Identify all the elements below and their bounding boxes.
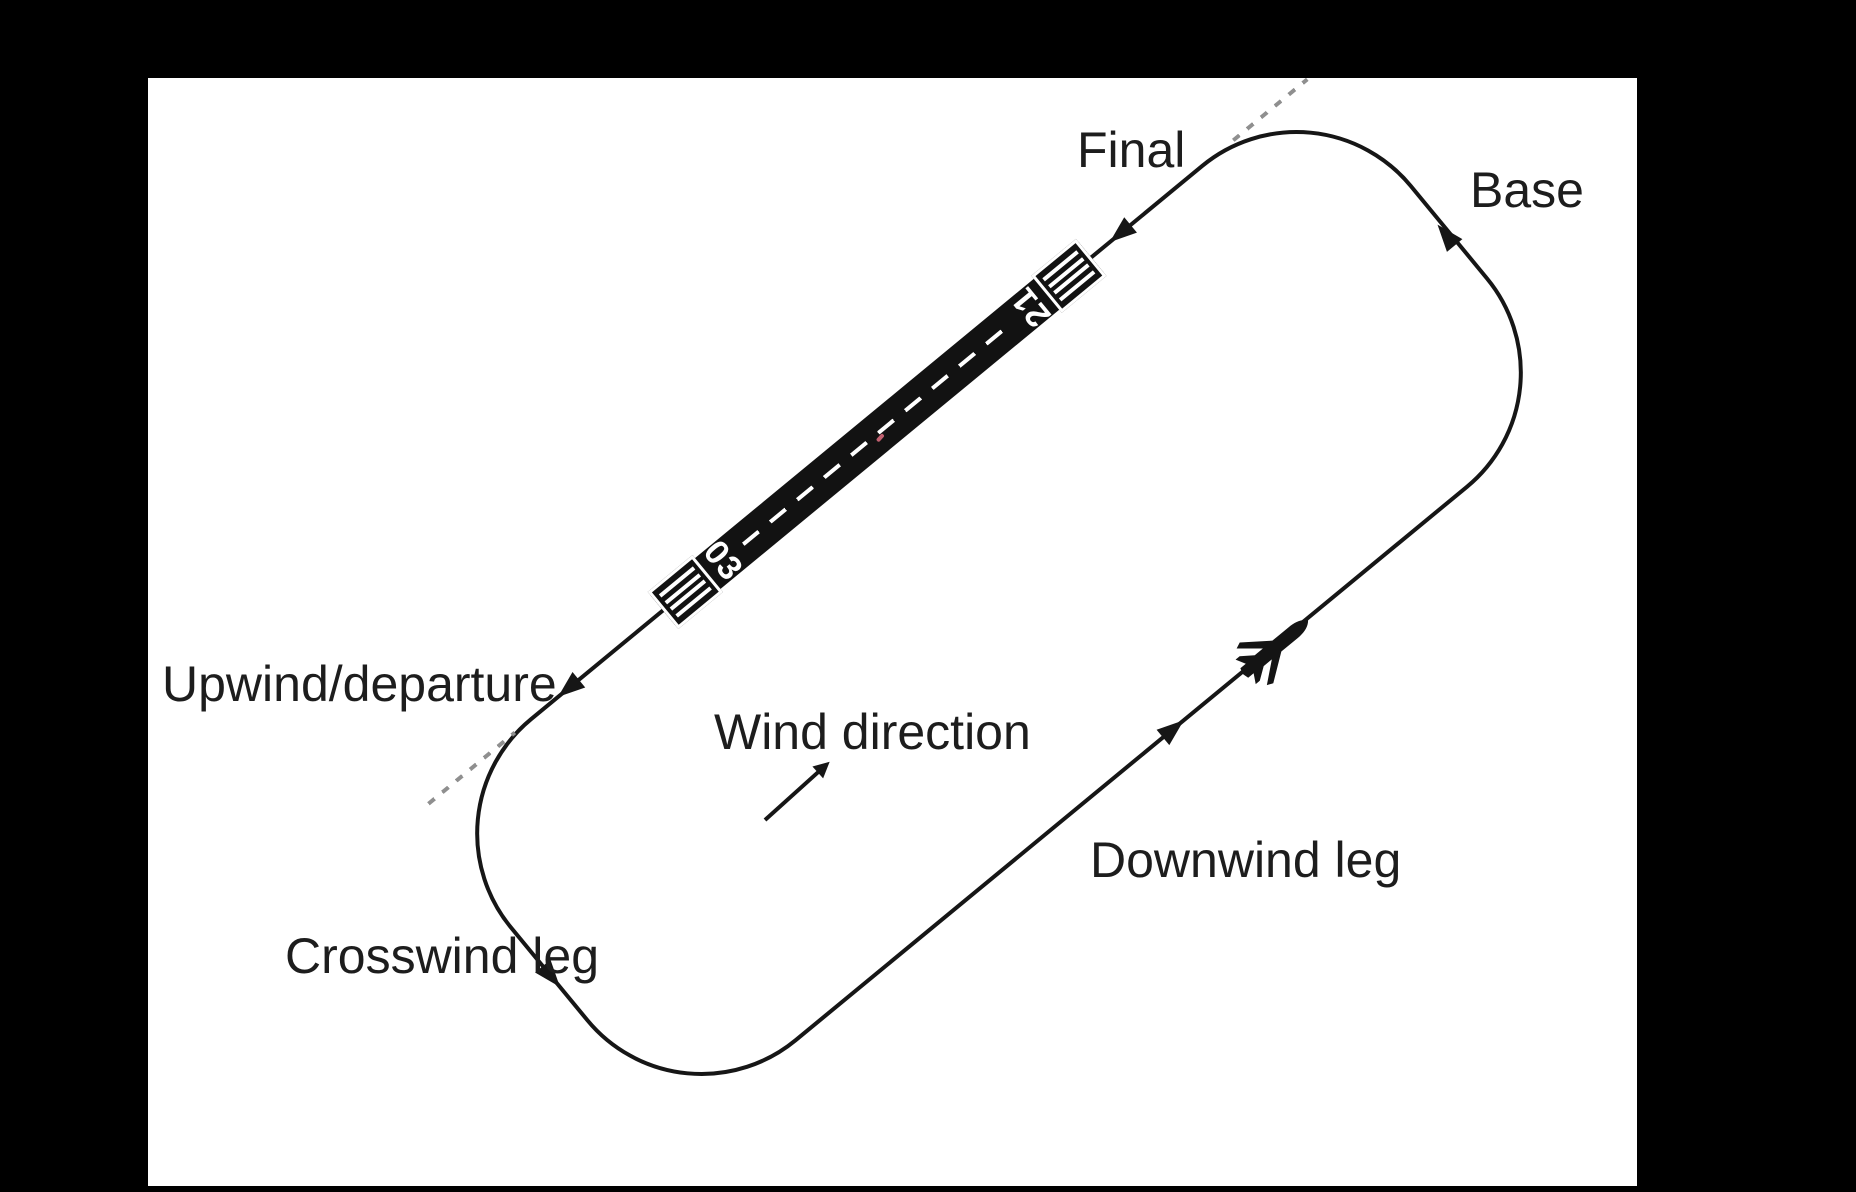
downwind-leg-arrow-icon [1156, 712, 1191, 746]
airplane-icon [1235, 620, 1309, 686]
upwind-leg-arrow-icon [551, 672, 586, 705]
final-leg-arrow-icon [1103, 217, 1137, 250]
base-leg-arrow-icon [1429, 218, 1463, 252]
runway: 03 21 [647, 238, 1107, 629]
upwind-departure-leg-label: Upwind/departure [162, 656, 557, 712]
base-leg-label: Base [1470, 162, 1584, 218]
downwind-leg-label: Downwind leg [1090, 832, 1402, 888]
extended-centerline-dotted-upwind [427, 731, 517, 806]
diagram-canvas: 03 21 Final Base Upwind/departure Wind d… [148, 78, 1637, 1186]
traffic-pattern-outline: 03 21 [414, 78, 1584, 1138]
final-leg-label: Final [1077, 122, 1186, 178]
wind-direction-label: Wind direction [714, 704, 1031, 760]
crosswind-leg-label: Crosswind leg [285, 928, 600, 984]
runway-centerline-dashes [741, 322, 1013, 546]
extended-centerline-dotted-final [1231, 78, 1309, 142]
